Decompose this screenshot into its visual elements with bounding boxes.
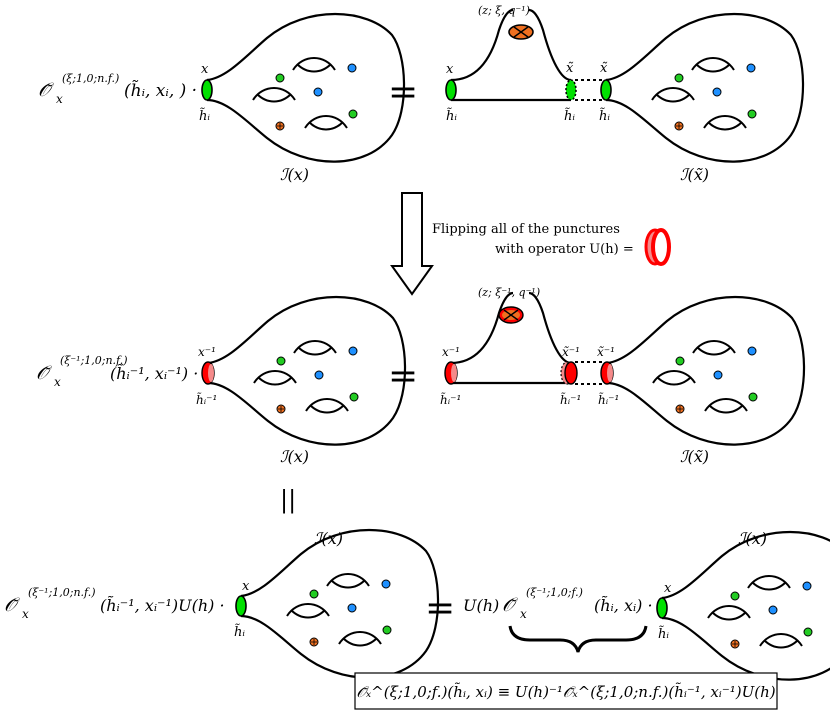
definition-text: 𝒪̃ₓ^(ξ;1,0;f.)(h̃ᵢ, xᵢ) ≡ U(h)⁻¹𝒪̃ₓ^(ξ;1… [356,683,775,701]
operator-sup: (ξ;1,0;n.f.) [62,72,119,85]
label-h-inv: h̃ᵢ⁻¹ [440,391,461,407]
label-x-tilde-inv: x̃⁻¹ [562,345,580,359]
label-x: x [446,62,454,77]
operator-sub: x [56,92,63,106]
red-ring-icon [644,228,671,266]
label-h: h̃ᵢ [658,625,669,642]
operator-sub: x [520,607,527,621]
operator-args: (h̃ᵢ, xᵢ) · [594,596,653,615]
label-h-inv: h̃ᵢ⁻¹ [560,391,581,407]
operator-args: (h̃ᵢ⁻¹, xᵢ⁻¹)U(h) · [100,596,225,615]
label-h: h̃ᵢ [234,623,245,640]
equals-sign: = [388,72,418,113]
puncture-green [445,79,457,101]
operator-mid-left: 𝒪̃ x (ξ⁻¹;1,0;n.f.) (h̃ᵢ⁻¹, xᵢ⁻¹) · [36,354,198,389]
operator-top-left: 𝒪̃ x (ξ;1,0;n.f.) (h̃ᵢ, xᵢ, ) · [38,72,197,106]
operator-base: 𝒪̃ [38,79,55,101]
label-h-inv: h̃ᵢ⁻¹ [196,391,217,407]
label-x-tilde: x̃ [566,61,574,76]
cap-cylinder-row1 [445,8,602,102]
label-h: h̃ᵢ [564,107,575,124]
label-x: x [201,62,209,77]
operator-sub: x [22,607,29,621]
operator-base: 𝒪̃ [4,594,21,616]
label-h: h̃ᵢ [446,107,457,124]
operator-sub: x [54,375,61,389]
operator-args: (h̃ᵢ, xᵢ, ) · [124,80,197,101]
equals-sign: = [425,588,455,629]
label-x-tilde: x̃ [600,61,608,76]
flip-arrow [390,192,434,296]
operator-prefix: U(h) [463,596,499,615]
puncture-green [600,79,612,101]
label-h: h̃ᵢ [599,107,610,124]
operator-bottom-right: U(h) 𝒪̃ x (ξ⁻¹;1,0;f.) (h̃ᵢ, xᵢ) · [463,586,653,621]
label-x-tilde-inv: x̃⁻¹ [597,345,615,359]
puncture-green [656,597,668,619]
label-x: x [664,581,672,596]
label-I-xtilde: ℐ(x̃) [680,447,709,466]
surface-left-row2 [201,295,407,446]
equals-sign: = [388,356,418,397]
label-x-inv: x⁻¹ [442,345,460,359]
operator-sup: (ξ⁻¹;1,0;f.) [526,586,583,599]
operator-base: 𝒪̃ [502,594,519,616]
flip-note-line2: with operator U(h) = [495,242,634,257]
underbrace [508,625,648,653]
operator-base: 𝒪̃ [36,362,53,384]
puncture-green [235,595,247,617]
surface-right-row1 [600,12,805,163]
label-h: h̃ᵢ [199,107,210,124]
label-h-inv: h̃ᵢ⁻¹ [598,391,619,407]
flip-note-line1: Flipping all of the punctures [432,222,620,237]
label-I-xtilde: ℐ(x̃) [680,165,709,184]
operator-args: (h̃ᵢ⁻¹, xᵢ⁻¹) · [110,364,198,383]
puncture-green-dashed [565,79,577,101]
label-x: x [242,579,250,594]
surface-right-row2 [600,295,806,446]
parallel-equals: || [280,486,296,515]
cap-cylinder-row2 [444,291,602,385]
operator-sup: (ξ⁻¹;1,0;n.f.) [60,354,128,367]
cap-label-mid: (z; ξ⁻¹, q⁻¹) [478,286,540,299]
surface-left-row3 [235,528,440,679]
puncture-red [564,361,578,385]
surface-left-row1 [201,12,406,163]
operator-sup: (ξ⁻¹;1,0;n.f.) [28,586,96,599]
cap-label-top: (z; ξ, q⁻¹) [478,4,530,17]
puncture-green [201,79,213,101]
label-I-x: ℐ(x) [280,447,309,466]
surface-right-row3 [656,530,830,681]
label-I-x: ℐ(x) [280,165,309,184]
definition-box: 𝒪̃ₓ^(ξ;1,0;f.)(h̃ᵢ, xᵢ) ≡ U(h)⁻¹𝒪̃ₓ^(ξ;1… [354,672,778,710]
label-x-inv: x⁻¹ [198,345,216,359]
operator-bottom-left: 𝒪̃ x (ξ⁻¹;1,0;n.f.) (h̃ᵢ⁻¹, xᵢ⁻¹)U(h) · [4,586,225,621]
